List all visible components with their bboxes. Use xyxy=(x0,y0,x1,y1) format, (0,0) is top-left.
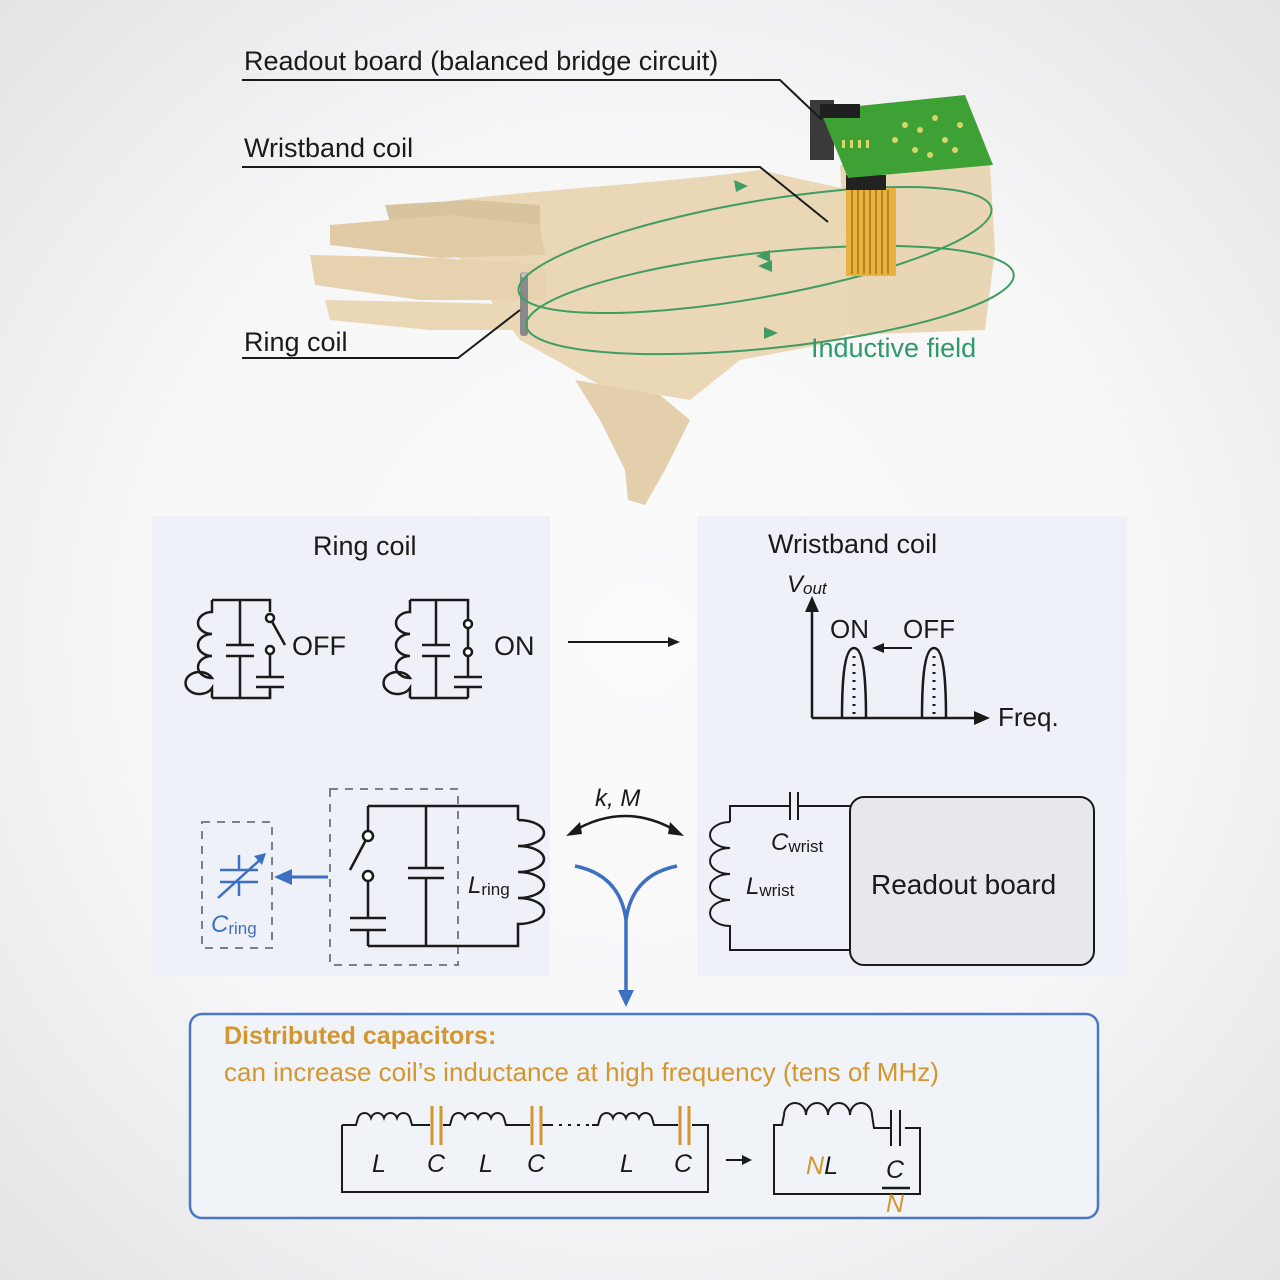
wristband-connector xyxy=(846,175,886,190)
coupling-arrowhead-left xyxy=(566,822,582,836)
finger-little xyxy=(325,300,545,330)
peak-off-label: OFF xyxy=(903,614,955,644)
coupling-arc xyxy=(571,814,679,834)
l-wrist-label: Lwrist xyxy=(746,873,795,900)
freq-label: Freq. xyxy=(998,702,1059,732)
x-axis-arrowhead xyxy=(974,711,990,725)
label-ring-coil: Ring coil xyxy=(244,327,348,357)
equiv-circuit xyxy=(773,1102,921,1195)
equiv-inductor xyxy=(774,1102,890,1129)
c-wrist-label: Cwrist xyxy=(771,829,824,856)
distributed-subtitle: can increase coil’s inductance at high f… xyxy=(224,1057,939,1087)
peak-on-label: ON xyxy=(830,614,869,644)
ring-circuit-off xyxy=(184,598,287,700)
c-ring-pointer-arrowhead xyxy=(274,869,292,885)
chain-label-c2: C xyxy=(527,1150,546,1178)
shift-arrowhead xyxy=(872,643,884,653)
field-arrows xyxy=(734,180,778,339)
spectrum-plot: Vout ON OFF Freq. xyxy=(787,571,1059,732)
leader-readout xyxy=(242,79,823,121)
vout-label: Vout xyxy=(787,571,828,598)
ring-panel-title: Ring coil xyxy=(313,531,417,561)
coupling-arrowhead-right xyxy=(668,822,684,836)
leader-lines xyxy=(242,79,829,359)
hand-thumb xyxy=(575,380,690,505)
chain-label-c3: C xyxy=(674,1150,693,1178)
field-loop-upper xyxy=(517,185,993,315)
distributed-title: Distributed capacitors: xyxy=(224,1022,496,1050)
l-ring-label: Lring xyxy=(468,872,510,899)
peak-on xyxy=(840,646,868,719)
lc-inductor-3 xyxy=(592,1112,678,1126)
equiv-c-numerator: C xyxy=(886,1156,905,1184)
wrist-panel-title: Wristband coil xyxy=(768,529,937,559)
pcb-components xyxy=(842,115,963,158)
merge-arrowhead xyxy=(618,990,634,1007)
ring-inductor xyxy=(516,818,546,930)
field-arrow-1 xyxy=(734,180,748,192)
variable-capacitor-icon xyxy=(217,855,263,899)
panel-arrow xyxy=(568,637,680,647)
ring-coil-band xyxy=(520,272,528,336)
lc-inductor-1 xyxy=(342,1112,430,1126)
merge-arrow xyxy=(574,864,678,995)
y-axis-arrowhead xyxy=(805,596,819,612)
finger-middle xyxy=(330,215,545,258)
chain-label-l3: L xyxy=(620,1150,634,1178)
field-arrow-2 xyxy=(756,250,770,262)
ring-on-label: ON xyxy=(494,631,535,661)
equiv-c-denominator: N xyxy=(886,1190,905,1218)
label-readout-board: Readout board (balanced bridge circuit) xyxy=(244,46,718,76)
c-ring-box xyxy=(201,821,273,949)
chain-label-l2: L xyxy=(479,1150,493,1178)
c-ring-label: Cring xyxy=(211,911,257,938)
ring-off-label: OFF xyxy=(292,631,346,661)
ring-on-inductor xyxy=(382,600,413,698)
readout-board-label: Readout board xyxy=(871,869,1056,900)
ring-circuit xyxy=(348,804,546,948)
ring-panel-bg xyxy=(152,516,550,976)
chain-label-c1: C xyxy=(427,1150,446,1178)
switch-cap-box xyxy=(329,788,459,966)
ring-off-inductor xyxy=(184,600,215,698)
wrist-circuit xyxy=(709,792,850,951)
field-arrow-3 xyxy=(758,260,772,272)
coupling-label: k, M xyxy=(595,785,640,812)
label-inductive-field: Inductive field xyxy=(811,333,976,363)
equiv-arrowhead xyxy=(742,1155,752,1165)
hand-illustration: Readout board (balanced bridge circuit) … xyxy=(242,46,1015,505)
variable-capacitor-arrowhead xyxy=(254,853,266,865)
lc-chain xyxy=(341,1106,709,1193)
ring-switch-blade xyxy=(348,835,370,871)
label-wristband-coil: Wristband coil xyxy=(244,133,413,163)
readout-pcb xyxy=(810,95,993,178)
wristband-coil xyxy=(846,175,896,276)
readout-board-block xyxy=(849,796,1095,966)
lc-inductor-2 xyxy=(443,1112,530,1126)
finger-ring xyxy=(310,255,545,300)
peak-off xyxy=(920,646,948,719)
distributed-box xyxy=(188,1012,1100,1220)
leader-ring xyxy=(242,309,521,359)
pcb-header xyxy=(820,104,860,118)
field-arrow-4 xyxy=(764,327,778,339)
wristband-traces xyxy=(851,190,889,274)
wrist-inductor xyxy=(709,821,850,951)
pcb-board xyxy=(820,95,993,178)
chain-label-l1: L xyxy=(372,1150,386,1178)
leader-wristband xyxy=(242,166,829,223)
ring-circuit-on xyxy=(382,598,482,700)
equiv-nl-label: NL xyxy=(806,1152,838,1180)
